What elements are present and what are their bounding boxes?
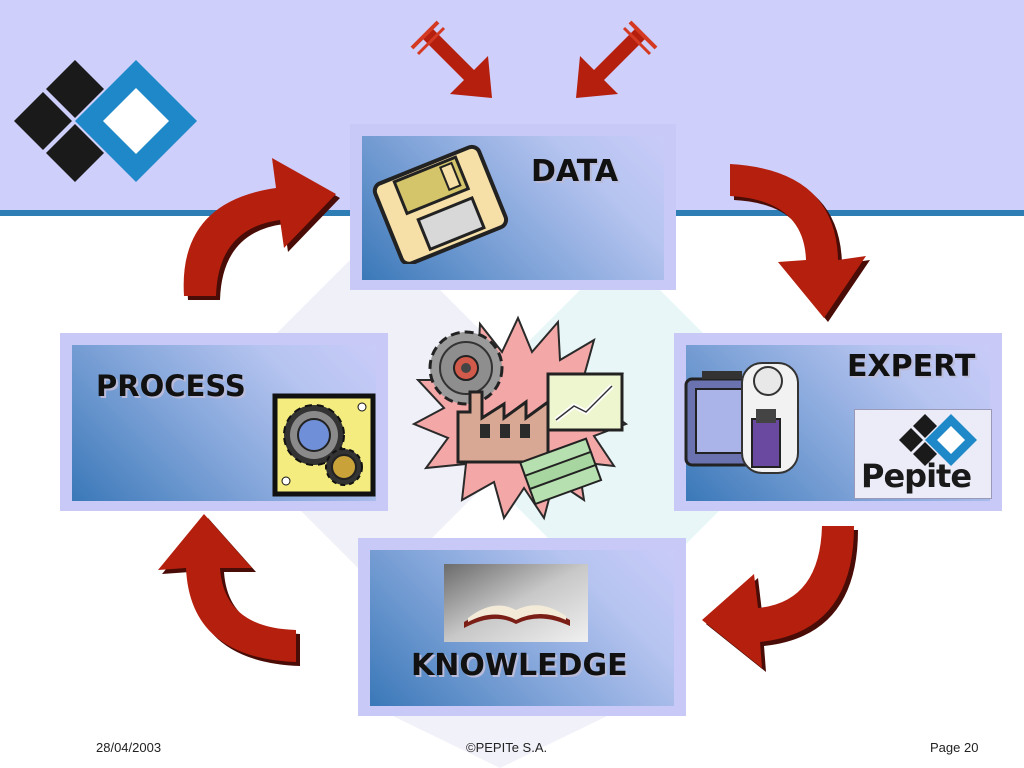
knowledge-box: KNOWLEDGE — [358, 538, 686, 716]
cycle-arrow-expert-to-knowledge — [702, 526, 858, 672]
expert-box: EXPERT Pepite — [674, 333, 1002, 511]
data-label: DATA — [531, 154, 619, 189]
gears-icon — [272, 393, 376, 497]
footer-page-number: Page 20 — [930, 740, 979, 755]
cycle-arrow-knowledge-to-process — [158, 514, 300, 666]
pepite-logo-mark — [899, 414, 977, 466]
company-logo — [14, 60, 197, 182]
process-box: PROCESS — [60, 333, 388, 511]
footer-copyright: ©PEPITe S.A. — [466, 740, 548, 755]
pepite-logo-panel: Pepite — [854, 409, 992, 499]
pepite-logo-text: Pepite — [861, 457, 972, 495]
factory-profit-icon — [411, 315, 629, 521]
footer-date: 28/04/2003 — [96, 740, 162, 755]
open-book-icon — [444, 564, 588, 642]
cycle-arrow-process-to-data — [183, 158, 340, 300]
floppy-disk-icon — [372, 144, 509, 264]
data-box: DATA — [350, 124, 676, 290]
process-label: PROCESS — [96, 369, 246, 403]
scientist-microscope-icon — [684, 362, 799, 474]
expert-label: EXPERT — [847, 349, 976, 384]
incoming-arrow-left — [410, 20, 492, 98]
incoming-arrow-right — [576, 20, 658, 98]
cycle-arrow-data-to-expert — [730, 164, 870, 322]
knowledge-label: KNOWLEDGE — [411, 648, 628, 683]
